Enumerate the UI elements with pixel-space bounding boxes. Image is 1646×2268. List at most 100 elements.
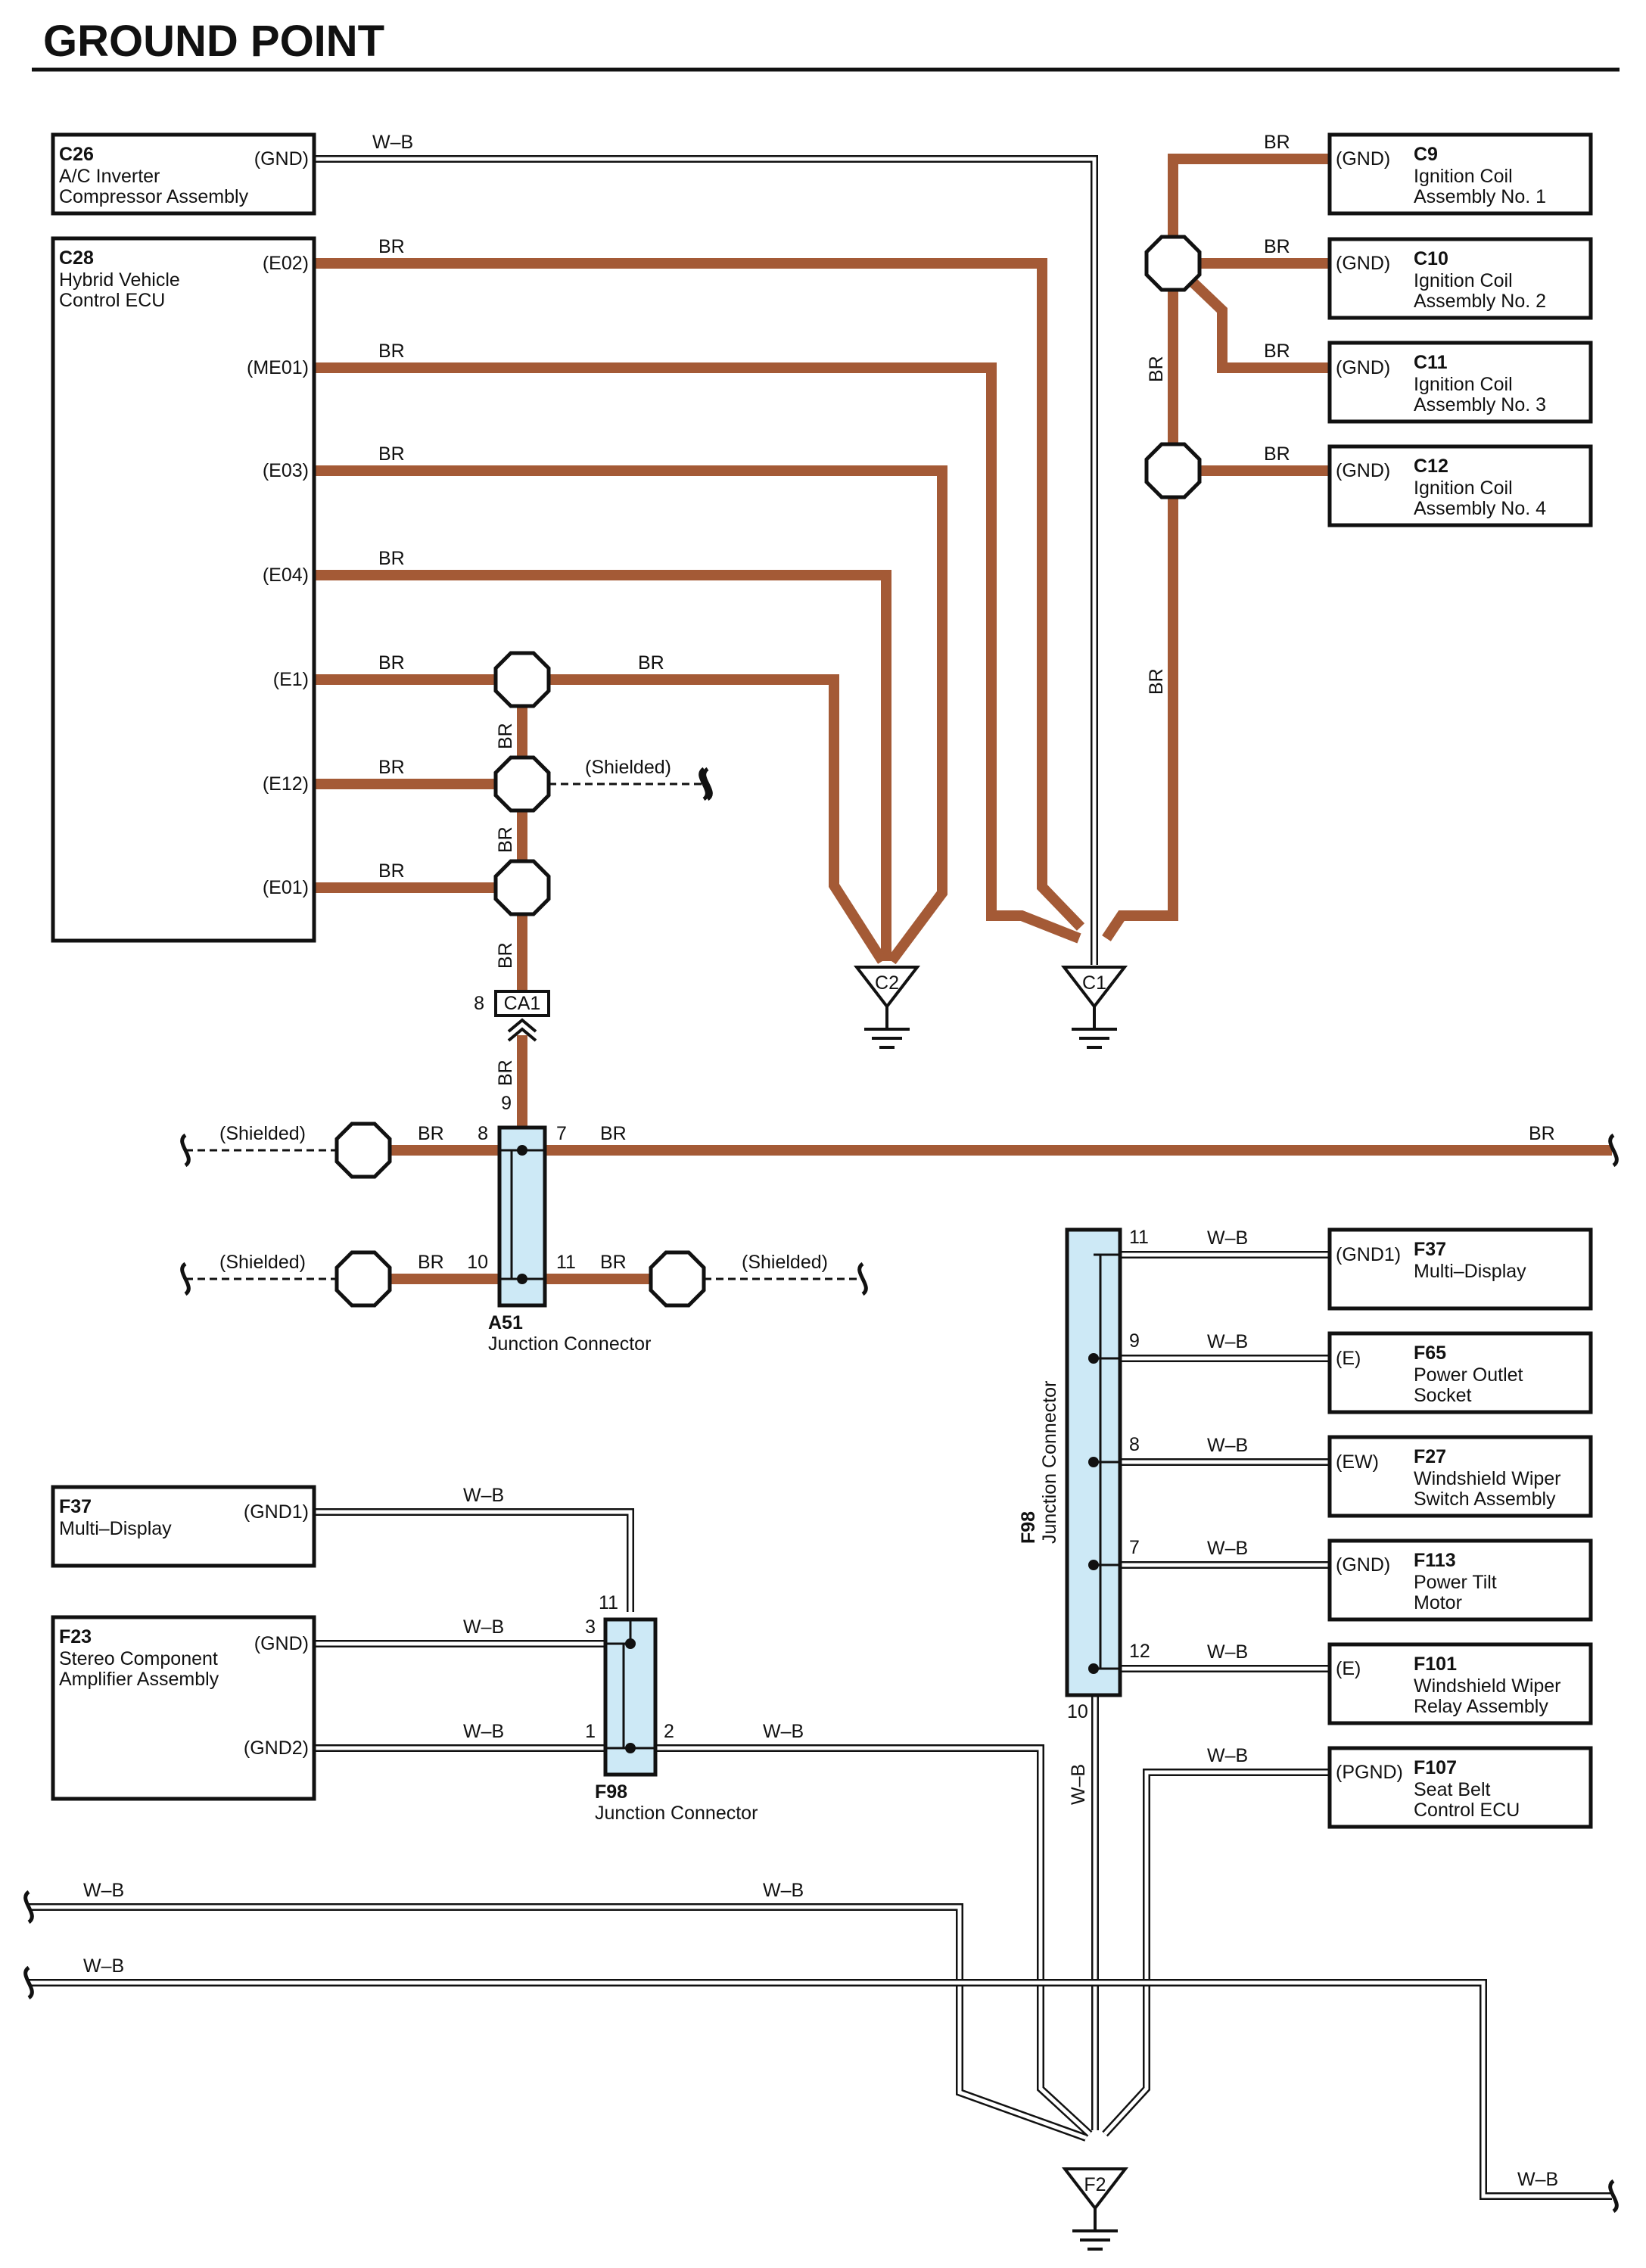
connector-name: Junction Connector: [488, 1333, 651, 1355]
component-name: Multi–Display: [59, 1518, 172, 1539]
pin-label: (ME01): [247, 357, 309, 378]
component-code: C11: [1414, 352, 1448, 373]
wire-color-label: BR: [638, 652, 664, 674]
ground-label: C1: [1082, 972, 1106, 994]
connector-a51: 8 7 10 11 A51 Junction Connector: [467, 1123, 651, 1355]
component-name: Assembly No. 1: [1414, 186, 1546, 207]
splice-point: [1144, 235, 1202, 292]
wire-color-label: BR: [378, 860, 405, 882]
component-code: C9: [1414, 144, 1438, 165]
pin-number: 8: [474, 993, 484, 1014]
pin-label: (GND): [1336, 253, 1390, 274]
ground-c1: C1: [1060, 966, 1128, 1049]
pin-number: 7: [1129, 1537, 1140, 1558]
component-code: F37: [1414, 1239, 1446, 1260]
ground-icon: [853, 966, 921, 1010]
wire-color-label: BR: [495, 723, 516, 749]
connector-arrow-icon: [507, 1018, 537, 1042]
pin-label: (GND): [1336, 357, 1390, 378]
ground-icon: [1060, 966, 1128, 1010]
pin-label: (GND1): [244, 1501, 309, 1523]
wire-color-label: BR: [1146, 668, 1167, 695]
wire-color-label: BR: [1264, 236, 1290, 257]
component-name: Ignition Coil: [1414, 166, 1513, 187]
pin-number: 10: [467, 1252, 488, 1273]
component-name: A/C Inverter: [59, 166, 160, 187]
component-code: C28: [59, 247, 94, 269]
component-name: Motor: [1414, 1592, 1462, 1613]
wire-e02: [316, 258, 1085, 931]
shielded-label: (Shielded): [219, 1123, 306, 1144]
pin-label: (GND): [1336, 1554, 1390, 1576]
pin-label: (E12): [263, 773, 309, 795]
wire-color-label: BR: [378, 548, 405, 569]
component-code: C12: [1414, 456, 1448, 477]
connector-f98-right: 11 9 8 7 12 10 F98 Junction Connector: [1018, 1227, 1150, 1722]
wire-color-label: W–B: [763, 1880, 804, 1901]
pin-number: 8: [478, 1123, 488, 1144]
component-f65: (E) F65 Power Outlet Socket: [1327, 1331, 1593, 1414]
wire-e04: [316, 570, 891, 961]
pin-number: 11: [556, 1252, 576, 1273]
wire-color-label: W–B: [372, 132, 413, 153]
pin-label: (PGND): [1336, 1762, 1403, 1783]
component-name: Assembly No. 2: [1414, 291, 1546, 312]
wire-color-label: BR: [378, 341, 405, 362]
pin-label: (GND1): [1336, 1244, 1401, 1265]
wire-color-label: BR: [495, 1059, 516, 1086]
wire-color-label: BR: [1264, 443, 1290, 465]
connector-ca1: CA1 8 9: [474, 990, 550, 1114]
component-f23: F23 Stereo Component Amplifier Assembly …: [51, 1615, 316, 1801]
pin-number: 9: [501, 1093, 512, 1114]
splice-point: [493, 859, 551, 916]
ground-f2: F2: [1061, 2167, 1129, 2251]
ground-c2: C2: [853, 966, 921, 1049]
wire-color-label: BR: [1529, 1123, 1555, 1144]
component-code: F101: [1414, 1654, 1457, 1675]
component-c28: C28 Hybrid Vehicle Control ECU (E02) (ME…: [51, 236, 316, 943]
component-c12: (GND) C12 Ignition Coil Assembly No. 4: [1327, 444, 1593, 527]
component-code: F113: [1414, 1550, 1456, 1571]
wire-color-label: BR: [495, 942, 516, 969]
pin-label: (E1): [273, 669, 309, 690]
component-code: F107: [1414, 1757, 1457, 1778]
component-f101: (E) F101 Windshield Wiper Relay Assembly: [1327, 1642, 1593, 1725]
splice-point: [334, 1122, 392, 1179]
wire-color-label: W–B: [1207, 1331, 1248, 1352]
ground-icon: [1061, 2167, 1129, 2211]
connector-code: F98: [1018, 1511, 1039, 1544]
component-f37-right: (GND1) F37 Multi–Display: [1327, 1227, 1593, 1311]
wire-color-label: BR: [378, 236, 405, 257]
wire-color-label: W–B: [1207, 1227, 1248, 1249]
connector-name: Junction Connector: [1039, 1381, 1060, 1544]
wire-color-label: W–B: [1068, 1764, 1089, 1805]
component-c9: (GND) C9 Ignition Coil Assembly No. 1: [1327, 132, 1593, 216]
component-name: Switch Assembly: [1414, 1489, 1556, 1510]
wire-color-label: BR: [1146, 356, 1167, 382]
pin-number: 2: [664, 1721, 674, 1742]
component-name: Hybrid Vehicle: [59, 269, 180, 291]
component-name: Windshield Wiper: [1414, 1468, 1561, 1489]
pin-label: (GND): [1336, 148, 1390, 170]
component-code: F37: [59, 1496, 92, 1517]
component-name: Ignition Coil: [1414, 374, 1513, 395]
wire-color-label: BR: [378, 652, 405, 674]
component-f113: (GND) F113 Power Tilt Motor: [1327, 1538, 1593, 1622]
component-name: Ignition Coil: [1414, 270, 1513, 291]
page-title: GROUND POINT: [43, 17, 384, 66]
wire-color-label: BR: [378, 757, 405, 778]
wire-color-label: W–B: [463, 1616, 504, 1638]
wire-me01: [316, 362, 1081, 944]
wire-color-label: W–B: [1207, 1641, 1248, 1663]
shielded-label: (Shielded): [219, 1252, 306, 1273]
component-name: Multi–Display: [1414, 1261, 1526, 1282]
ground-label: F2: [1084, 2174, 1106, 2195]
pin-label: (E): [1336, 1348, 1361, 1369]
wire-color-label: W–B: [463, 1721, 504, 1742]
component-code: C26: [59, 144, 94, 165]
pin-number: 12: [1129, 1641, 1150, 1662]
component-name: Relay Assembly: [1414, 1696, 1548, 1717]
pin-number: 11: [599, 1592, 618, 1613]
component-name: Amplifier Assembly: [59, 1669, 219, 1690]
